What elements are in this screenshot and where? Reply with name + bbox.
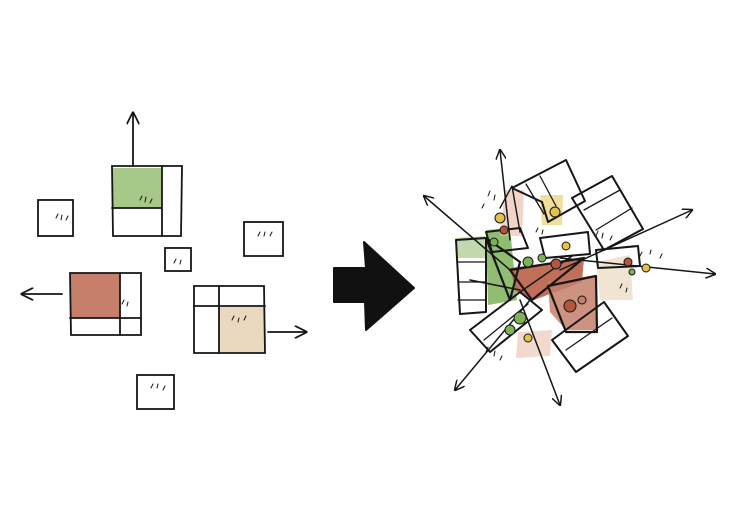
arrow-south [519,299,560,405]
hatch-marks [481,190,663,361]
color-washes [455,190,633,358]
terracotta-block [22,272,142,336]
small-block-right [243,221,284,257]
dispersed-blocks-panel [22,113,306,410]
right-arrow-icon [333,241,415,331]
tree-dot [549,206,561,218]
green-block [111,113,183,237]
tree-dot [561,241,571,251]
tree-dot [494,212,506,224]
tiny-block-center [164,247,192,272]
tree-dot [577,295,587,305]
small-block-bottom [136,374,175,410]
tree-dot [513,311,527,325]
arrow-east [559,257,715,274]
arrow-north [500,150,511,241]
building-outlines [455,159,644,373]
beige-block [193,285,306,354]
tree-dot [522,256,534,268]
clustered-composition-panel [424,150,715,405]
tree-dot [499,225,509,235]
tree-dot [504,324,516,336]
tree-dots [489,206,651,343]
tree-dot [628,268,636,276]
tree-dot [550,258,562,270]
tree-dot [489,237,499,247]
tree-dot [641,263,651,273]
tree-dot [563,299,577,313]
axis-line [469,279,521,291]
tree-dot [623,257,633,267]
arrow-northwest [424,196,511,271]
tree-dot [537,253,547,263]
tree-dot [523,333,533,343]
small-block-left [37,199,74,237]
